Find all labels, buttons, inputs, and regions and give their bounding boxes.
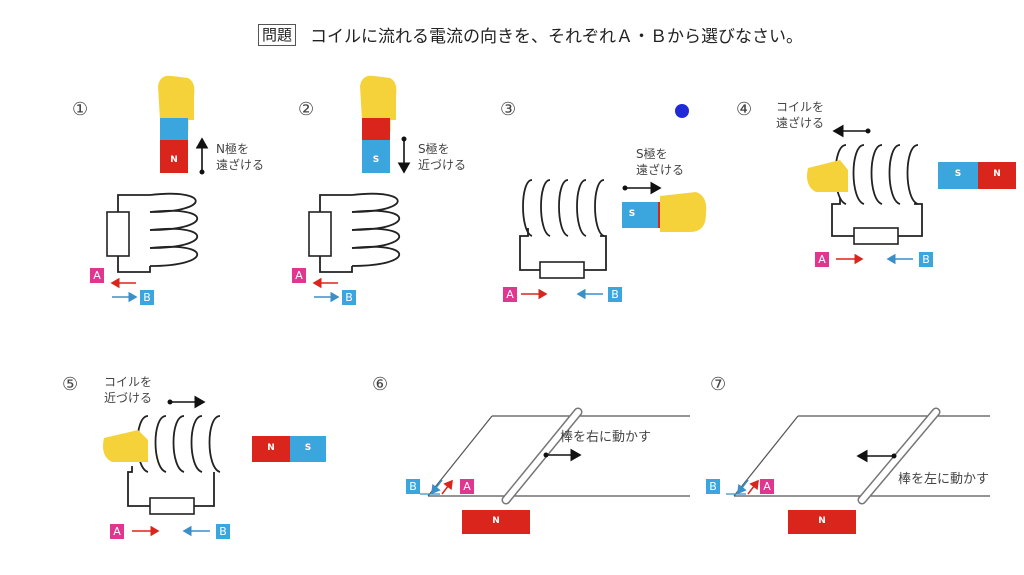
problem-number: ① [72, 99, 89, 120]
magnet-south-half [362, 140, 390, 173]
problem-1-figure [106, 75, 209, 303]
hand-icon [807, 160, 848, 192]
hand-icon [360, 75, 397, 120]
hand-icon [158, 75, 195, 120]
label-b: B [342, 290, 356, 305]
resistor [539, 261, 585, 279]
magnet-north-half [160, 140, 188, 173]
resistor [106, 211, 130, 257]
magnet-south-half [938, 162, 978, 189]
pole-label-north: N [170, 155, 178, 165]
resistor [149, 497, 195, 515]
problem-4-figure [807, 124, 1016, 265]
action-caption: コイルを遠ざける [776, 100, 825, 130]
problem-7-figure [726, 407, 990, 534]
question-tag: 問題 [258, 23, 297, 46]
label-b: B [919, 252, 933, 267]
label-b: B [706, 479, 720, 494]
pole-label-south: S [954, 169, 962, 179]
magnet-north [462, 510, 530, 534]
pole-label-south: S [628, 209, 636, 219]
label-b: B [406, 479, 420, 494]
action-caption: コイルを近づける [104, 375, 153, 405]
resistor [853, 227, 899, 245]
label-b: B [216, 524, 230, 539]
action-caption: 棒を左に動かす [898, 472, 990, 487]
problem-number: ⑤ [62, 374, 79, 395]
magnet-north-half [362, 118, 390, 140]
hand-icon [660, 192, 707, 232]
magnet-north-half [978, 162, 1016, 189]
magnet-north [788, 510, 856, 534]
magnet-south-half [290, 436, 326, 462]
hand-icon [103, 430, 148, 462]
magnet-south-half [622, 202, 658, 228]
action-caption: S極を近づける [418, 142, 467, 172]
problem-number: ④ [736, 99, 753, 120]
magnet-north-half [252, 436, 290, 462]
action-caption: 棒を右に動かす [560, 430, 652, 445]
problem-2-figure [308, 75, 411, 303]
pole-label-north: N [267, 443, 275, 453]
problem-number: ② [298, 99, 315, 120]
question-text: コイルに流れる電流の向きを、それぞれＡ・Ｂから選びなさい。 [310, 27, 804, 47]
pole-label-south: S [372, 155, 380, 165]
label-a: A [460, 479, 474, 494]
label-a: A [90, 268, 104, 283]
problem-3-figure [519, 104, 707, 300]
blue-dot [675, 104, 689, 118]
problem-6-figure [420, 407, 690, 534]
problem-5-figure [103, 395, 326, 537]
pole-label-south: S [304, 443, 312, 453]
problem-number: ③ [500, 99, 517, 120]
pole-label-north: N [993, 169, 1001, 179]
pole-label-north: N [818, 516, 826, 526]
problem-number: ⑥ [372, 374, 389, 395]
action-caption: N極を遠ざける [216, 142, 265, 172]
label-a: A [292, 268, 306, 283]
label-a: A [110, 524, 124, 539]
label-a: A [503, 287, 517, 302]
problem-number: ⑦ [710, 374, 727, 395]
magnet-south-half [160, 118, 188, 140]
label-a: A [815, 252, 829, 267]
label-b: B [140, 290, 154, 305]
label-a: A [760, 479, 774, 494]
page-title: 問題 コイルに流れる電流の向きを、それぞれＡ・Ｂから選びなさい。 [258, 22, 803, 47]
action-caption: S極を遠ざける [636, 147, 685, 177]
pole-label-north: N [492, 516, 500, 526]
resistor [308, 211, 332, 257]
label-b: B [608, 287, 622, 302]
